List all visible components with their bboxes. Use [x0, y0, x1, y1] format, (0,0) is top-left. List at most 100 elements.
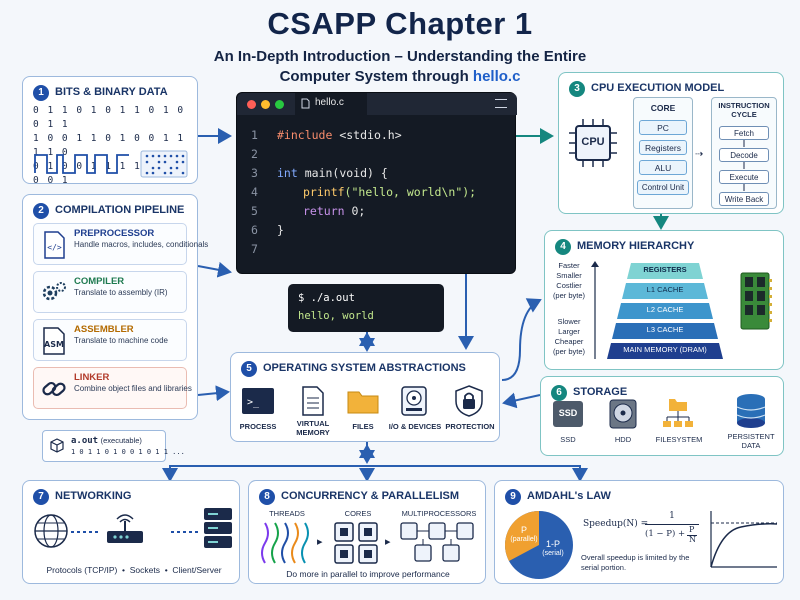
cpu-title: CPU EXECUTION MODEL [591, 82, 725, 94]
cycle-fetch: Fetch [719, 126, 769, 140]
amdahl-title: AMDAHL's LAW [527, 490, 611, 502]
pie-s-note: (serial) [542, 550, 564, 557]
cores-icon [334, 522, 378, 564]
close-window-dot[interactable] [247, 100, 256, 109]
mem-label: Smaller [556, 271, 582, 280]
section-number-4: 4 [555, 239, 571, 255]
terminal-command: $ ./a.out [298, 292, 355, 304]
section-number-3: 3 [569, 81, 585, 97]
editor-tab-label: hello.c [315, 97, 344, 108]
binary-row: 0 1 1 0 1 0 1 1 0 1 0 0 1 1 [33, 105, 185, 130]
page-subtitle: An In-Depth Introduction – Understanding… [0, 47, 800, 87]
minimize-window-dot[interactable] [261, 100, 270, 109]
stage-name: LINKER [74, 372, 110, 383]
memory-pyramid [607, 263, 723, 359]
aout-output-box: a.out (executable) 1 0 1 1 0 1 0 0 1 0 1… [42, 430, 185, 462]
mem-level-dram: MAIN MEMORY (DRAM) [623, 345, 707, 354]
editor-tab[interactable]: hello.c [295, 93, 367, 115]
mem-label: (per byte) [552, 291, 586, 300]
amdahl-caption: Overall speedup is limited by the serial… [581, 553, 690, 572]
os-item-label: PROCESS [239, 422, 277, 431]
pie-p: P [520, 525, 527, 535]
os-title: OPERATING SYSTEM ABSTRACTIONS [263, 362, 466, 374]
mem-label: Cheaper [554, 337, 584, 346]
storage-item-label: HDD [614, 435, 632, 444]
stage-linker: LINKER Combine object files and librarie… [33, 367, 192, 409]
mem-level-l1: L1 CACHE [646, 285, 684, 294]
memory-top-labels: Faster Smaller Costlier (per byte) [551, 261, 587, 301]
pipeline-title: COMPILATION PIPELINE [55, 204, 185, 216]
maximize-window-dot[interactable] [275, 100, 284, 109]
include-header: <stdio.h> [339, 128, 402, 142]
cycle-flow-arrows [743, 140, 745, 191]
pie-label-p: P(parallel) [509, 525, 539, 545]
speedup-curve [710, 511, 778, 568]
terminal-window: $ ./a.out hello, world [288, 284, 444, 332]
source-file-icon: </> [44, 231, 65, 259]
svg-text:</>: </> [47, 243, 62, 252]
line-number: 6 [251, 223, 258, 237]
stage-desc: Translate to machine code [74, 336, 168, 345]
code-line-close: } [277, 223, 284, 237]
network-links [71, 531, 201, 533]
code-line-return: return 0; [303, 204, 365, 218]
hdd-icon [609, 399, 637, 429]
return-type: int [277, 166, 298, 180]
concurrency-title: CONCURRENCY & PARALLELISM [281, 490, 460, 502]
stage-name: PREPROCESSOR [74, 228, 155, 239]
printf-arg: ("hello, world\n"); [344, 185, 477, 199]
binary-row: 0 1 0 0 1 1 1 1 1 1 0 0 0 1 [33, 161, 185, 186]
mem-label: Slower [557, 317, 581, 326]
concurrency-label: MULTIPROCESSORS [401, 509, 477, 518]
formula-denominator-p: P [689, 525, 695, 534]
core-label: CORE [650, 103, 676, 113]
storage-item-label: SSD [560, 435, 576, 444]
code-line-main: int main(void) { [277, 166, 388, 180]
line-number: 4 [251, 185, 258, 199]
file-icon [301, 98, 310, 109]
stage-desc: Translate to assembly (IR) [74, 288, 168, 297]
code-line-include: #include <stdio.h> [277, 128, 402, 142]
subtitle-line-2-text: Computer System through [279, 68, 473, 85]
binary-grid: 0 1 1 0 1 0 1 1 0 1 0 0 1 1 1 0 0 1 1 0 … [33, 104, 197, 188]
stage-name: ASSEMBLER [74, 324, 134, 335]
core-item-alu: ALU [639, 160, 687, 175]
gears-icon [42, 282, 66, 301]
cpu-chip-label: CPU [581, 136, 605, 148]
page-title: CSAPP Chapter 1 [267, 6, 533, 41]
return-value: 0; [344, 204, 366, 218]
os-item-label: PROTECTION [445, 422, 495, 431]
subtitle-highlight: hello.c [472, 68, 521, 85]
dot-matrix-icon [140, 150, 188, 178]
line-number: 5 [251, 204, 258, 218]
editor-menu-icon[interactable] [495, 99, 507, 108]
formula-numerator: 1 [669, 511, 675, 521]
printf-call: printf [303, 185, 345, 199]
os-panel-title: 5 OPERATING SYSTEM ABSTRACTIONS [241, 361, 466, 377]
os-item-label: FILES [352, 422, 374, 431]
folder-icon [347, 391, 379, 414]
core-box: CORE PC Registers ALU Control Unit [633, 97, 693, 209]
os-item-label: VIRTUAL MEMORY [296, 419, 330, 437]
globe-icon [34, 514, 68, 548]
terminal-window-icon: >_ [242, 388, 274, 414]
mem-level-registers: REGISTERS [643, 265, 687, 274]
os-panel: 5 OPERATING SYSTEM ABSTRACTIONS >_ PROCES… [230, 352, 500, 442]
code-line-printf: printf("hello, world\n"); [303, 185, 476, 199]
svg-text:>_: >_ [247, 397, 260, 408]
terminal-output: hello, world [298, 310, 374, 322]
section-number-5: 5 [241, 361, 257, 377]
cpu-chip-icon [569, 119, 617, 167]
stage-name: COMPILER [74, 276, 125, 287]
formula-denominator-n: N [689, 535, 696, 544]
section-number-6: 6 [551, 385, 567, 401]
